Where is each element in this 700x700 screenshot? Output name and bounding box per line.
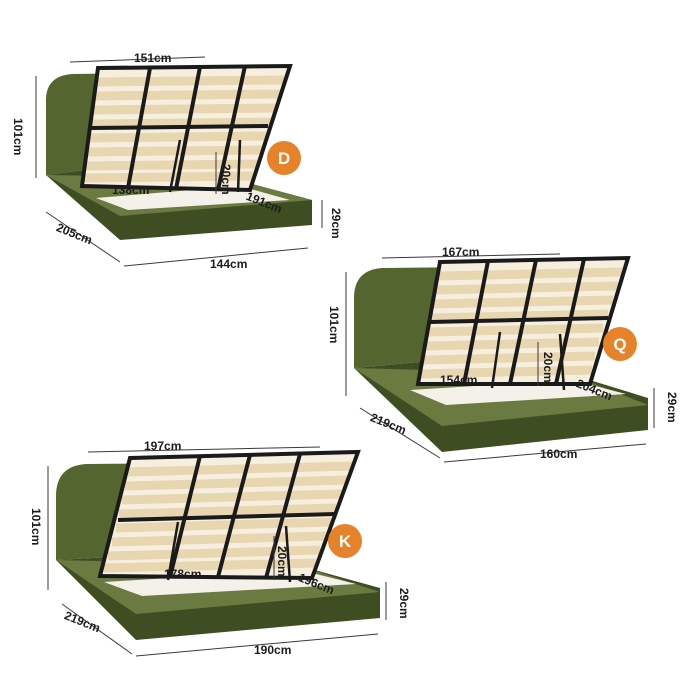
size-badge: [267, 141, 301, 175]
inner-width-label: 154cm: [440, 373, 477, 387]
size-badge-label: D: [278, 149, 290, 168]
inner-width-label: 178cm: [164, 567, 201, 581]
base-height-label: 29cm: [329, 208, 343, 239]
length-label: 219cm: [62, 608, 102, 635]
slats: [419, 267, 623, 379]
dimension-lines: [47, 446, 387, 657]
top-width-label: 197cm: [144, 439, 181, 453]
slats: [83, 75, 285, 183]
bed-queen: 167cm 101cm 219cm 160cm 29cm 20cm 154cm …: [327, 245, 679, 463]
length-label: 219cm: [368, 410, 408, 437]
length-label: 205cm: [54, 220, 94, 247]
top-width-label: 151cm: [134, 51, 171, 65]
size-badge: [328, 524, 362, 558]
lift-height-label: 20cm: [541, 352, 555, 383]
front-width-label: 144cm: [210, 257, 247, 271]
slat-frame: [415, 255, 631, 391]
base-cavity: [410, 380, 626, 405]
dimension-lines: [35, 56, 323, 267]
dimension-lines: [345, 253, 655, 463]
size-badge-label: Q: [613, 335, 626, 354]
bed-king: 197cm 101cm 219cm 190cm 29cm 20cm 178cm …: [29, 439, 411, 657]
base-cavity: [96, 186, 290, 210]
height-label: 101cm: [29, 508, 43, 545]
slats: [103, 461, 353, 573]
slat-frame: [97, 449, 361, 583]
height-label: 101cm: [11, 118, 25, 155]
bed-double: 151cm 101cm 205cm 144cm 29cm 20cm 138cm …: [11, 51, 343, 271]
front-width-label: 190cm: [254, 643, 291, 657]
lift-height-label: 20cm: [219, 164, 233, 195]
top-width-label: 167cm: [442, 245, 479, 259]
height-label: 101cm: [327, 306, 341, 343]
slat-frame: [79, 63, 293, 193]
inner-width-label: 138cm: [112, 183, 149, 197]
base-height-label: 29cm: [397, 588, 411, 619]
size-badge: [603, 327, 637, 361]
base-height-label: 29cm: [665, 392, 679, 423]
front-width-label: 160cm: [540, 447, 577, 461]
lift-height-label: 20cm: [275, 546, 289, 577]
size-badge-label: K: [339, 532, 352, 551]
